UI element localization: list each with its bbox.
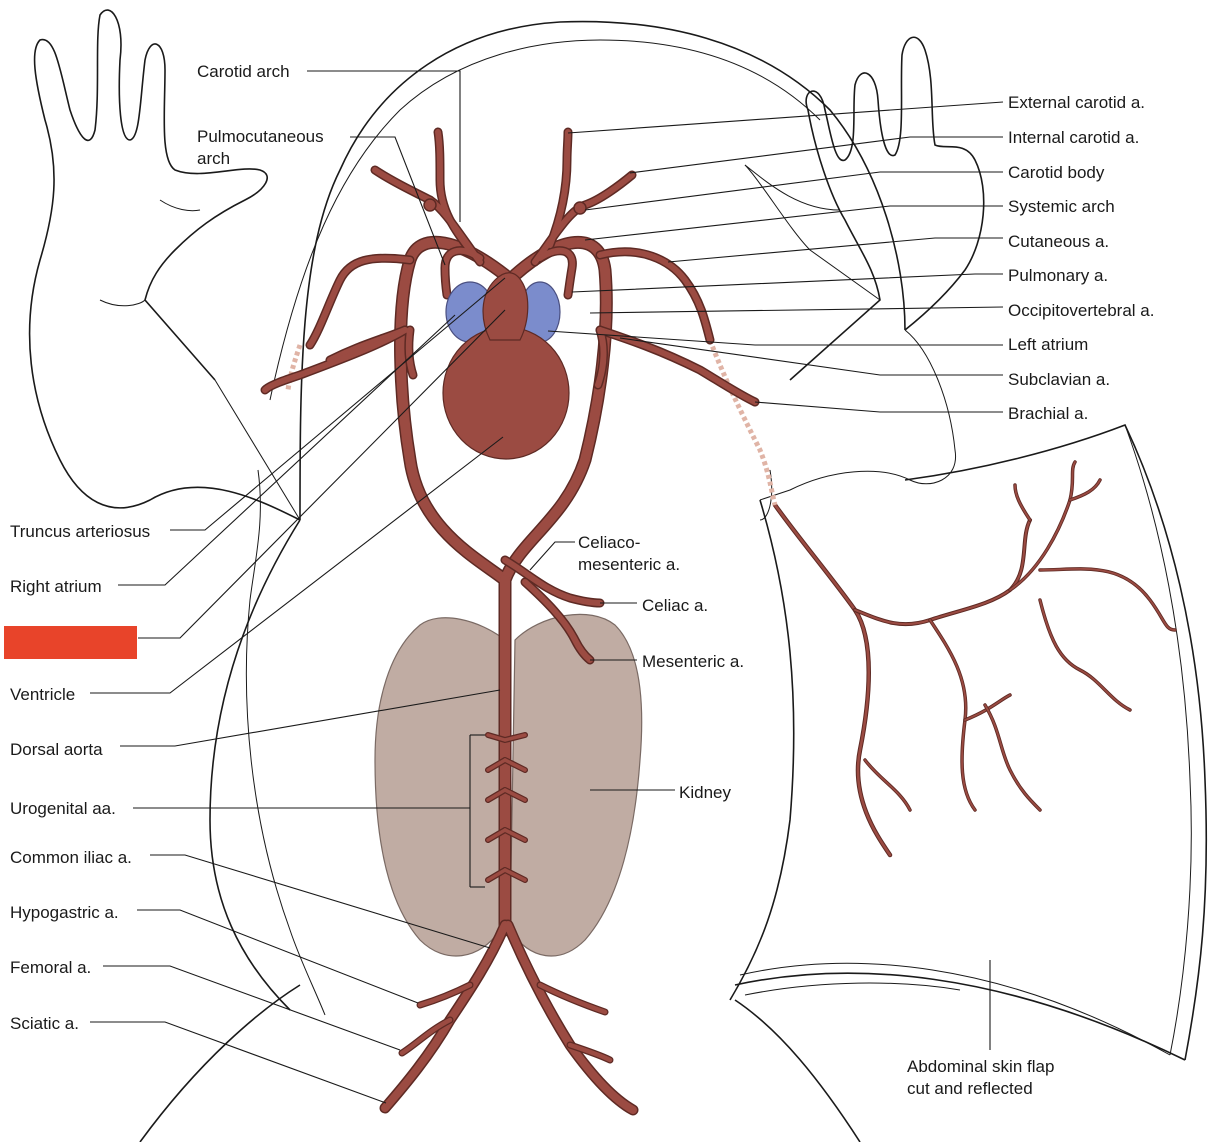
label-skin-flap-2: cut and reflected: [907, 1079, 1033, 1098]
label-celiacomesenteric-1: Celiaco-: [578, 533, 640, 552]
label-external-carotid: External carotid a.: [1008, 93, 1145, 112]
label-celiac: Celiac a.: [642, 596, 708, 615]
label-carotid-arch: Carotid arch: [197, 62, 290, 81]
kidneys: [374, 613, 643, 957]
label-truncus-arteriosus: Truncus arteriosus: [10, 522, 150, 541]
cutaneous-branches: [285, 339, 1177, 858]
label-dorsal-aorta: Dorsal aorta: [10, 740, 103, 759]
label-pulmocutaneous-arch-2: arch: [197, 149, 230, 168]
label-internal-carotid: Internal carotid a.: [1008, 128, 1139, 147]
label-kidney: Kidney: [679, 783, 731, 802]
label-sciatic: Sciatic a.: [10, 1014, 79, 1033]
truncus-arteriosus: [482, 272, 529, 341]
arteries: [260, 127, 760, 1116]
label-subclavian: Subclavian a.: [1008, 370, 1110, 389]
label-mesenteric: Mesenteric a.: [642, 652, 744, 671]
leader-lines: [90, 70, 1004, 1104]
label-occipitovertebral: Occipitovertebral a.: [1008, 301, 1154, 320]
label-femoral: Femoral a.: [10, 958, 91, 977]
label-systemic-arch: Systemic arch: [1008, 197, 1115, 216]
left-kidney: [374, 617, 506, 957]
label-right-atrium: Right atrium: [10, 577, 102, 596]
label-celiacomesenteric-2: mesenteric a.: [578, 555, 680, 574]
label-common-iliac: Common iliac a.: [10, 848, 132, 867]
labels: Carotid arch Pulmocutaneous arch Externa…: [4, 62, 1154, 1098]
label-pulmocutaneous-arch-1: Pulmocutaneous: [197, 127, 324, 146]
label-urogenital: Urogenital aa.: [10, 799, 116, 818]
label-left-atrium: Left atrium: [1008, 335, 1088, 354]
right-kidney: [509, 613, 643, 957]
label-pulmonary: Pulmonary a.: [1008, 266, 1108, 285]
redacted-label-box: [4, 626, 137, 659]
heart: [442, 272, 570, 460]
label-hypogastric: Hypogastric a.: [10, 903, 119, 922]
label-cutaneous: Cutaneous a.: [1008, 232, 1109, 251]
label-skin-flap-1: Abdominal skin flap: [907, 1057, 1054, 1076]
label-ventricle: Ventricle: [10, 685, 75, 704]
label-brachial: Brachial a.: [1008, 404, 1088, 423]
label-carotid-body: Carotid body: [1008, 163, 1105, 182]
body-outline: [28, 9, 1208, 1143]
ventricle: [442, 326, 570, 460]
